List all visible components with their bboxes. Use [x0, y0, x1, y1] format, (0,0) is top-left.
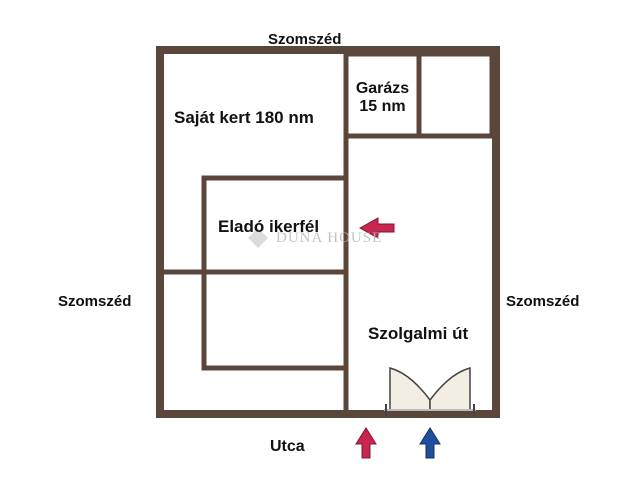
street-label: Utca: [270, 438, 305, 455]
entrance-arrow-blue: [419, 427, 441, 459]
garage-label: Garázs 15 nm: [346, 80, 419, 117]
plot-boundary: [156, 46, 500, 418]
garage-label-name: Garázs: [355, 80, 410, 97]
watermark-text: DUNA HOUSE: [276, 230, 383, 246]
watermark-logo-icon: [248, 228, 268, 248]
easement-label: Szolgalmi út: [368, 324, 469, 343]
house-pointer-arrow: [358, 217, 395, 239]
garage-label-area: 15 nm: [359, 98, 406, 116]
gate-left-leaf: [389, 367, 431, 411]
neighbor-label-left: Szomszéd: [58, 293, 132, 310]
gate: [384, 367, 476, 416]
neighbor-label-right: Szomszéd: [506, 293, 580, 310]
gate-right-leaf: [429, 367, 471, 411]
garden-label: Saját kert 180 nm: [174, 108, 314, 127]
entrance-arrow-red: [355, 427, 377, 459]
house-label: Eladó ikerfél: [218, 217, 320, 236]
neighbor-label-top: Szomszéd: [268, 31, 342, 48]
